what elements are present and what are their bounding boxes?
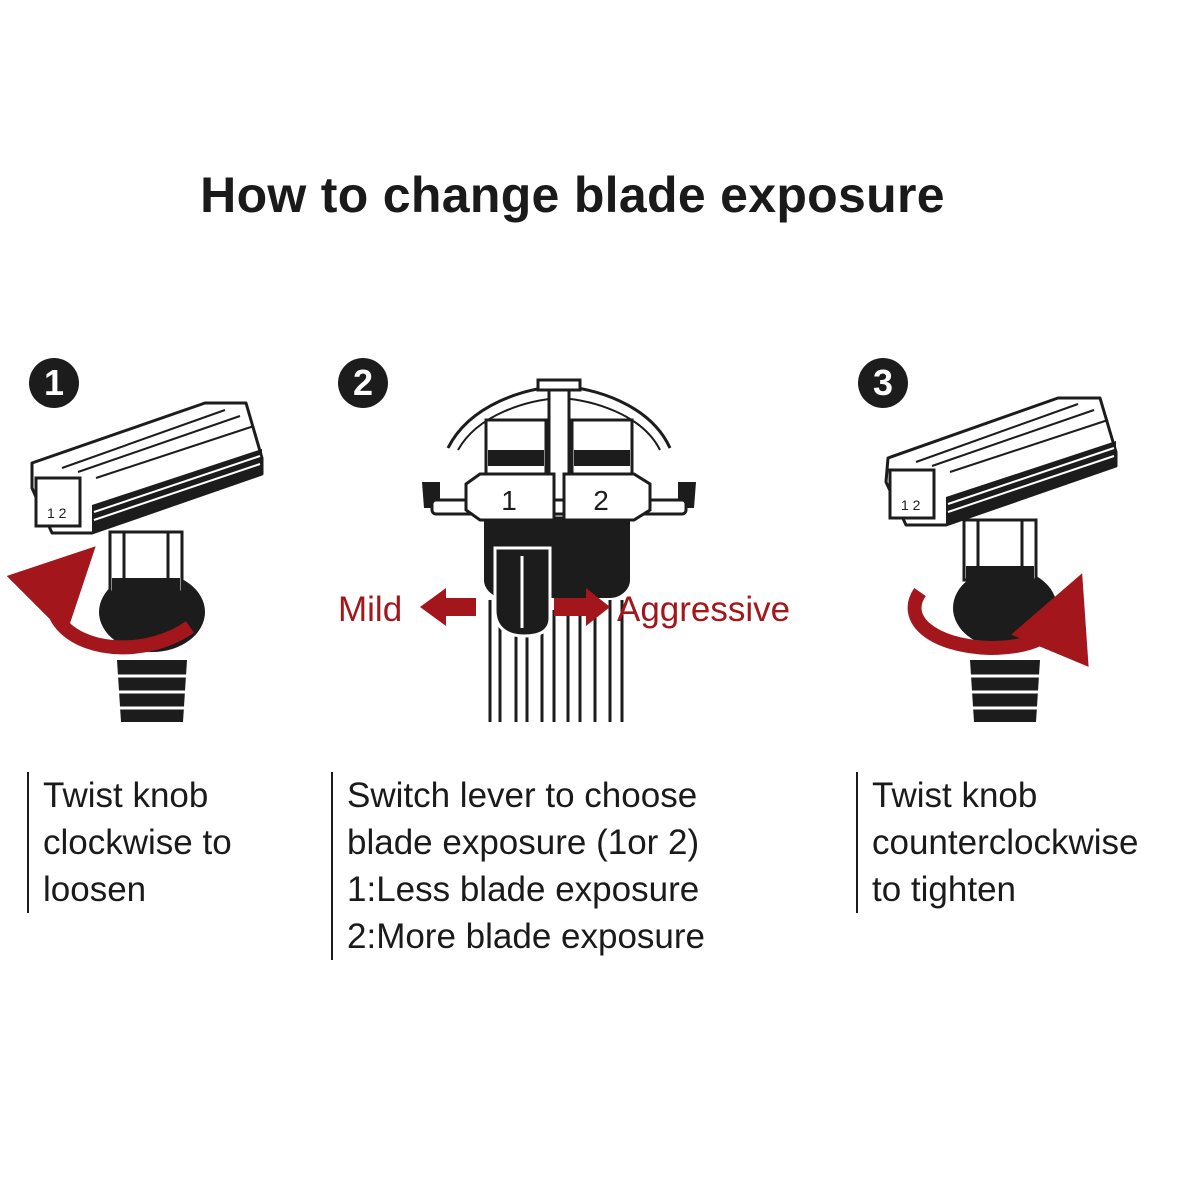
caption-line: counterclockwise bbox=[872, 823, 1139, 862]
caption-line: 1:Less blade exposure bbox=[347, 870, 700, 909]
step-1-caption: Twist knob clockwise to loosen bbox=[27, 772, 232, 913]
caption-line: to tighten bbox=[872, 870, 1016, 909]
mild-label: Mild bbox=[338, 590, 403, 629]
step-1-number-badge: 1 bbox=[29, 358, 79, 408]
lever-position-2: 2 bbox=[593, 485, 609, 516]
step-3-caption: Twist knob counterclockwise to tighten bbox=[856, 772, 1139, 913]
caption-line: Switch lever to choose bbox=[347, 776, 698, 815]
step-3-number-badge: 3 bbox=[858, 358, 908, 408]
lever-selector-icon bbox=[422, 378, 696, 722]
caption-line: 2:More blade exposure bbox=[347, 917, 705, 956]
razor-head-icon: 1 2 bbox=[884, 396, 1118, 722]
caption-line: Twist knob bbox=[872, 776, 1038, 815]
caption-line: loosen bbox=[43, 870, 147, 909]
svg-text:1 2: 1 2 bbox=[47, 505, 67, 521]
caption-line: Twist knob bbox=[43, 776, 209, 815]
lever-position-1: 1 bbox=[501, 485, 517, 516]
arrow-left-icon bbox=[420, 588, 476, 626]
svg-text:1 2: 1 2 bbox=[901, 497, 921, 513]
step-2-number-badge: 2 bbox=[338, 358, 388, 408]
rotate-arrow-icon bbox=[6, 546, 195, 655]
arrow-right-icon bbox=[554, 588, 610, 626]
rotate-arrow-icon bbox=[907, 573, 1089, 667]
caption-line: blade exposure (1or 2) bbox=[347, 823, 700, 862]
step-2-caption: Switch lever to choose blade exposure (1… bbox=[331, 772, 705, 960]
caption-line: clockwise to bbox=[43, 823, 232, 862]
page-title: How to change blade exposure bbox=[200, 167, 945, 223]
aggressive-label: Aggressive bbox=[617, 590, 791, 629]
razor-head-icon: 1 2 bbox=[30, 401, 264, 722]
